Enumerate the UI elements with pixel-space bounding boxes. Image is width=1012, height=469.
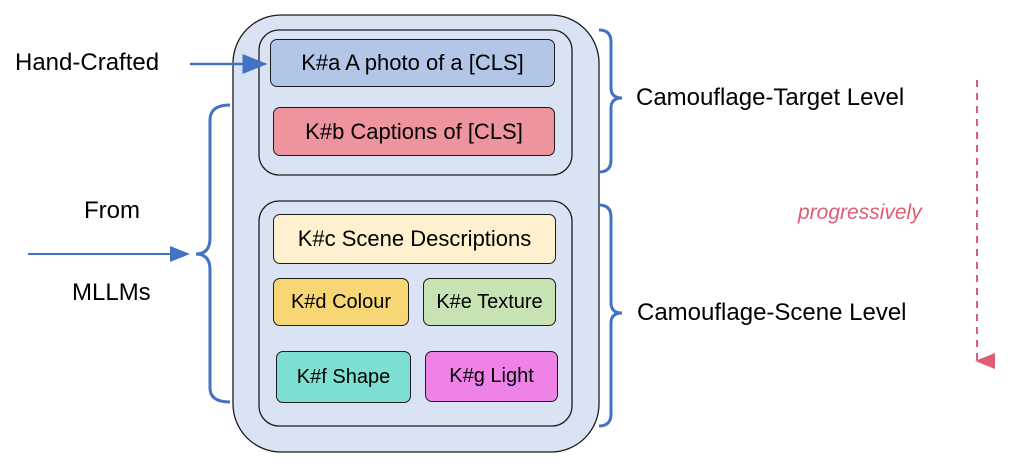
box-k-c: K#c Scene Descriptions — [273, 214, 556, 264]
box-k-b: K#b Captions of [CLS] — [273, 107, 555, 156]
box-k-a: K#a A photo of a [CLS] — [270, 39, 555, 87]
right-brace-scene — [598, 203, 623, 428]
hand-crafted-label: Hand-Crafted — [15, 49, 160, 76]
right-brace-target — [598, 28, 623, 174]
from-label: From — [84, 197, 140, 224]
camouflage-scene-level-label: Camouflage-Scene Level — [637, 299, 907, 326]
progressively-label: progressively — [798, 201, 922, 224]
box-k-g: K#g Light — [425, 351, 558, 402]
box-k-d: K#d Colour — [273, 278, 409, 326]
left-brace — [195, 103, 231, 404]
box-k-e: K#e Texture — [423, 278, 556, 326]
box-k-f: K#f Shape — [276, 351, 411, 403]
mllms-label: MLLMs — [72, 279, 151, 306]
camouflage-target-level-label: Camouflage-Target Level — [636, 84, 905, 111]
